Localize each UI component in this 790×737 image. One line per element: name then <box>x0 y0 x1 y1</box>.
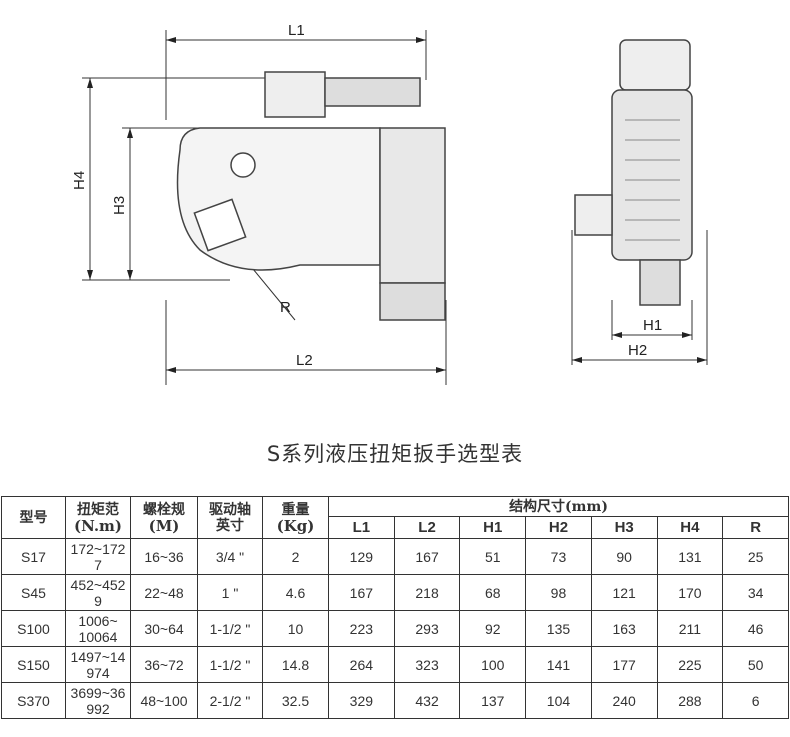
dim-h2-label: H2 <box>628 342 647 359</box>
cell-bolt: 22~48 <box>130 574 198 611</box>
header-dims-group: 结构尺寸(mm) <box>328 496 789 517</box>
cell-dim-r: 46 <box>722 610 789 647</box>
cell-dim-h4: 288 <box>656 682 724 719</box>
page-title: S系列液压扭矩扳手选型表 <box>266 442 524 466</box>
dim-r-label: R <box>280 299 291 316</box>
header-dim-l1: L1 <box>328 516 395 539</box>
cell-dim-h1: 100 <box>459 646 527 683</box>
dim-l2-label: L2 <box>296 352 313 369</box>
cell-bolt: 30~64 <box>130 610 198 647</box>
cell-dim-l1: 129 <box>328 538 395 575</box>
cell-weight: 10 <box>262 610 329 647</box>
cell-dim-l2: 167 <box>393 538 461 575</box>
cell-dim-h2: 73 <box>525 538 592 575</box>
cell-drive: 1-1/2 " <box>197 610 263 647</box>
cell-dim-l2: 293 <box>393 610 461 647</box>
cell-dim-h4: 225 <box>656 646 724 683</box>
cell-weight: 32.5 <box>262 682 329 719</box>
cell-bolt: 16~36 <box>130 538 198 575</box>
header-torque: 扭矩范(N.m) <box>65 496 131 539</box>
cell-dim-r: 34 <box>722 574 789 611</box>
cell-dim-h4: 170 <box>656 574 724 611</box>
cell-dim-h4: 211 <box>656 610 724 647</box>
cell-drive: 1 " <box>197 574 263 611</box>
cell-drive: 1-1/2 " <box>197 646 263 683</box>
cell-dim-l2: 432 <box>393 682 461 719</box>
cell-drive: 2-1/2 " <box>197 682 263 719</box>
cell-dim-r: 6 <box>722 682 789 719</box>
header-dim-r: R <box>722 516 789 539</box>
cell-dim-l2: 323 <box>393 646 461 683</box>
cell-dim-l1: 167 <box>328 574 395 611</box>
cell-dim-h2: 98 <box>525 574 592 611</box>
header-dim-h4: H4 <box>656 516 724 539</box>
front-view <box>574 39 693 306</box>
side-view <box>176 71 446 321</box>
header-dim-h2: H2 <box>525 516 592 539</box>
cell-dim-h3: 163 <box>590 610 658 647</box>
header-drive: 驱动轴英寸 <box>197 496 263 539</box>
cell-bolt: 48~100 <box>130 682 198 719</box>
cell-dim-l1: 329 <box>328 682 395 719</box>
cell-model: S17 <box>1 538 66 575</box>
header-dim-h3: H3 <box>590 516 658 539</box>
header-dim-h1: H1 <box>459 516 527 539</box>
cell-weight: 4.6 <box>262 574 329 611</box>
cell-dim-h1: 92 <box>459 610 527 647</box>
cell-dim-h3: 240 <box>590 682 658 719</box>
header-model: 型号 <box>1 496 66 539</box>
cell-dim-h1: 68 <box>459 574 527 611</box>
cell-dim-h3: 90 <box>590 538 658 575</box>
spec-table: 型号 扭矩范(N.m) 螺栓规(M) 驱动轴英寸 重量(Kg) 结构尺寸(mm)… <box>1 496 789 719</box>
cell-dim-h1: 51 <box>459 538 527 575</box>
cell-model: S370 <box>1 682 66 719</box>
header-dim-l2: L2 <box>393 516 461 539</box>
cell-dim-h2: 104 <box>525 682 592 719</box>
dim-h3-label: H3 <box>111 196 128 215</box>
cell-bolt: 36~72 <box>130 646 198 683</box>
cell-dim-h2: 135 <box>525 610 592 647</box>
cell-dim-h3: 121 <box>590 574 658 611</box>
cell-model: S100 <box>1 610 66 647</box>
wrench-technical-drawing: L1 L2 H4 H3 R H1 H2 <box>71 22 708 385</box>
cell-weight: 14.8 <box>262 646 329 683</box>
cell-dim-h4: 131 <box>656 538 724 575</box>
cell-dim-l1: 264 <box>328 646 395 683</box>
cell-weight: 2 <box>262 538 329 575</box>
cell-dim-h1: 137 <box>459 682 527 719</box>
cell-dim-h3: 177 <box>590 646 658 683</box>
cell-model: S45 <box>1 574 66 611</box>
dim-h1-label: H1 <box>643 317 662 334</box>
cell-dim-h2: 141 <box>525 646 592 683</box>
cell-drive: 3/4 " <box>197 538 263 575</box>
cell-dim-r: 25 <box>722 538 789 575</box>
dim-h4-label: H4 <box>71 171 88 190</box>
cell-dim-l1: 223 <box>328 610 395 647</box>
cell-torque: 1006~10064 <box>65 610 131 647</box>
cell-model: S150 <box>1 646 66 683</box>
header-bolt: 螺栓规(M) <box>130 496 198 539</box>
header-weight: 重量(Kg) <box>262 496 329 539</box>
cell-dim-r: 50 <box>722 646 789 683</box>
cell-dim-l2: 218 <box>393 574 461 611</box>
dim-l1-label: L1 <box>288 22 305 39</box>
